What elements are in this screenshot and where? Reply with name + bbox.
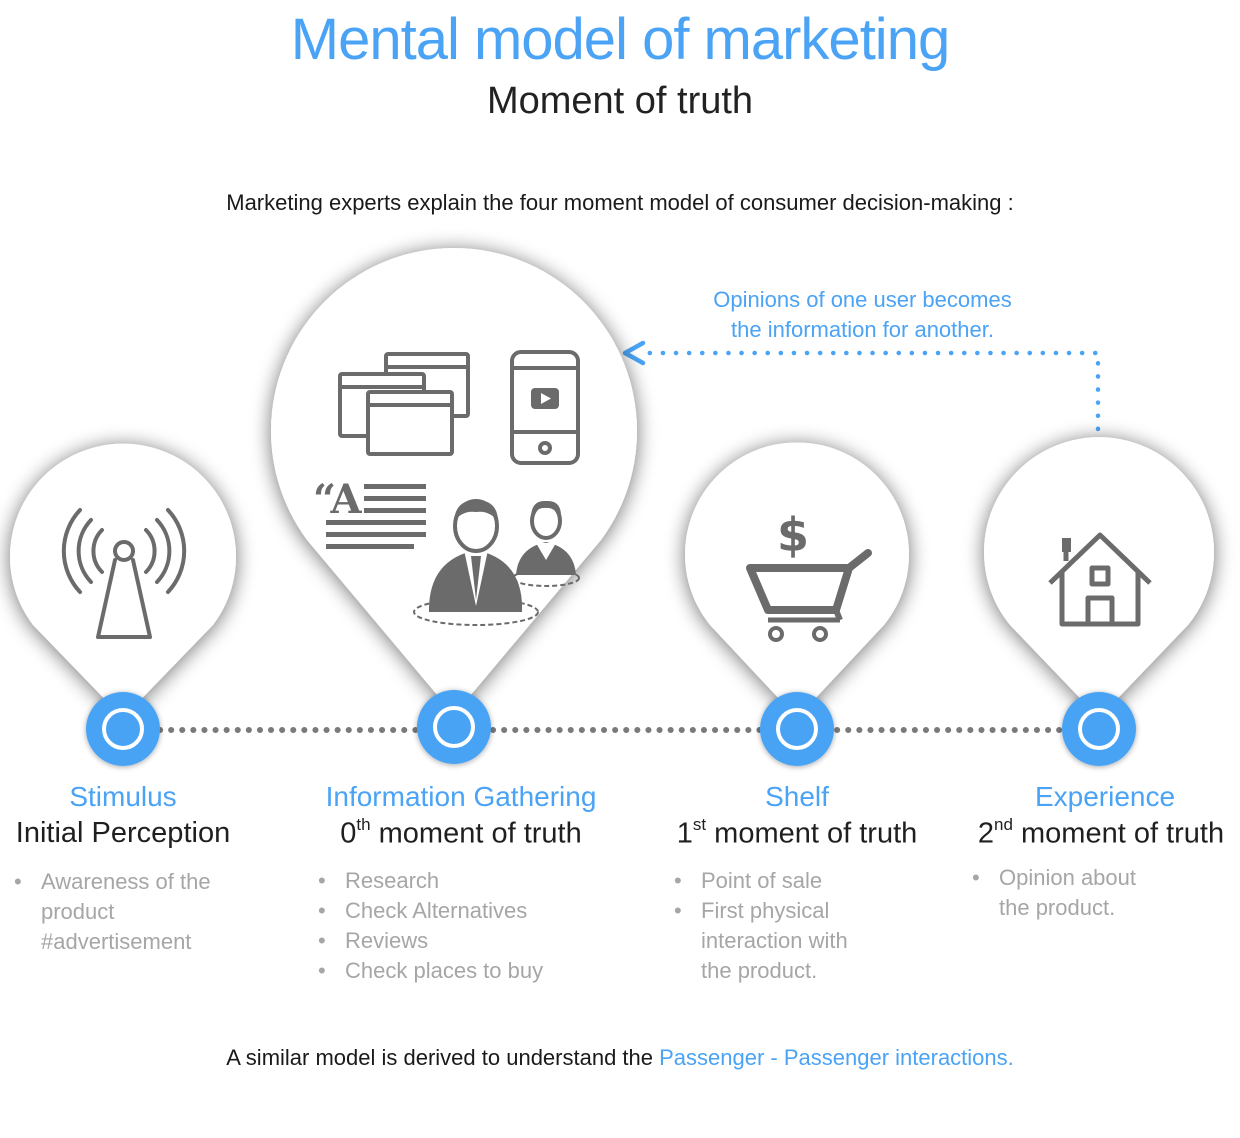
- page-title: Mental model of marketing: [290, 7, 950, 72]
- feedback-note: Opinions of one user becomes the informa…: [640, 285, 1085, 345]
- bullet-dot: •: [14, 869, 22, 894]
- intro-text: Marketing experts explain the four momen…: [226, 190, 1014, 215]
- information-gathering-pin: [271, 248, 637, 716]
- shelf-node: [760, 692, 834, 766]
- stage-title-stimulus: Stimulus: [69, 781, 177, 812]
- list-item: •Point of sale: [674, 868, 823, 893]
- list-item: •Opinion about: [972, 865, 1136, 890]
- shelf-pin: [685, 442, 910, 718]
- experience-pin: [983, 437, 1214, 718]
- shopping-cart-dollar-icon: $: [746, 508, 872, 642]
- list-item: interaction with: [701, 928, 848, 953]
- list-item: •Check places to buy: [318, 958, 544, 983]
- stage-title-experience: Experience: [1034, 781, 1176, 812]
- stage-title-shelf: Shelf: [765, 781, 829, 812]
- list-item: the product.: [999, 895, 1116, 920]
- stage-subtitle-stimulus: Initial Perception: [15, 817, 231, 849]
- list-item: •Check Alternatives: [318, 898, 528, 923]
- list-item: product: [41, 899, 115, 924]
- stimulus-node: [86, 692, 160, 766]
- stimulus-bullets: •Awareness of the product #advertisement: [14, 867, 211, 957]
- feedback-note-line-1: Opinions of one user becomes: [713, 287, 1012, 312]
- stage-subtitle-experience: 2nd moment of truth: [977, 815, 1225, 850]
- footer-highlight: Passenger - Passenger interactions.: [659, 1045, 1014, 1070]
- feedback-arrow: [622, 340, 1101, 445]
- smartphone-video-icon: [510, 350, 580, 465]
- feedback-note-line-2: the information for another.: [731, 317, 994, 342]
- browser-windows-icon: [338, 352, 470, 456]
- list-item: •Research: [318, 868, 440, 893]
- stage-subtitle-shelf: 1st moment of truth: [676, 815, 918, 850]
- stage-subtitle-information-gathering: 0th moment of truth: [340, 815, 582, 850]
- footer-text: A similar model is derived to understand…: [226, 1045, 1014, 1070]
- svg-text:“A: “A: [313, 476, 363, 523]
- list-item: •Awareness of the: [14, 867, 211, 897]
- experience-node: [1062, 692, 1136, 766]
- house-icon: [1048, 532, 1152, 627]
- page-subtitle: Moment of truth: [486, 80, 754, 122]
- experience-bullets: •Opinion about the product.: [972, 863, 1136, 923]
- article-quote-icon: “A: [313, 476, 426, 549]
- list-item: •First physical: [674, 898, 830, 923]
- people-icon: [413, 499, 580, 626]
- stage-title-information-gathering: Information Gathering: [325, 781, 597, 812]
- shelf-bullets: •Point of sale •First physical interacti…: [674, 866, 848, 986]
- broadcast-antenna-icon: [61, 508, 187, 639]
- list-item: the product.: [701, 958, 818, 983]
- list-item: •Reviews: [318, 928, 429, 953]
- stimulus-pin: [10, 443, 237, 718]
- information-gathering-node: [417, 690, 491, 764]
- svg-text:$: $: [777, 508, 809, 562]
- list-item: #advertisement: [41, 929, 192, 954]
- information-gathering-bullets: •Research •Check Alternatives •Reviews •…: [318, 866, 543, 986]
